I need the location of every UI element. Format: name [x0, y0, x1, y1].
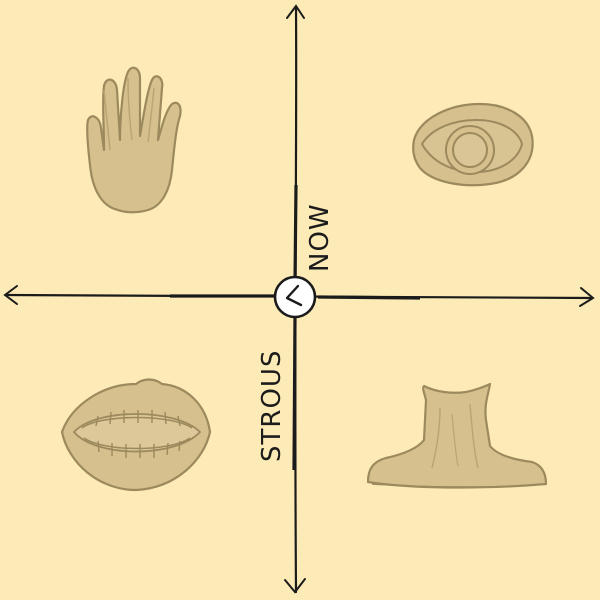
arrow-down-icon: [284, 578, 306, 594]
arrow-up-icon: [286, 4, 305, 19]
mouth-icon: [60, 378, 212, 492]
arrow-right-icon: [579, 287, 595, 307]
axis-label-upper: NOW: [305, 203, 335, 272]
vertical-axis-thick-lower: [292, 315, 297, 471]
horizontal-axis-thick-right: [317, 295, 421, 300]
neck-icon: [366, 382, 548, 489]
eye-icon: [412, 102, 534, 187]
clock-icon: [273, 275, 317, 319]
axis-label-lower: STROUS: [257, 350, 287, 462]
arrow-left-icon: [3, 285, 18, 305]
hand-icon: [86, 66, 182, 214]
vertical-axis-thick-upper: [293, 184, 298, 283]
